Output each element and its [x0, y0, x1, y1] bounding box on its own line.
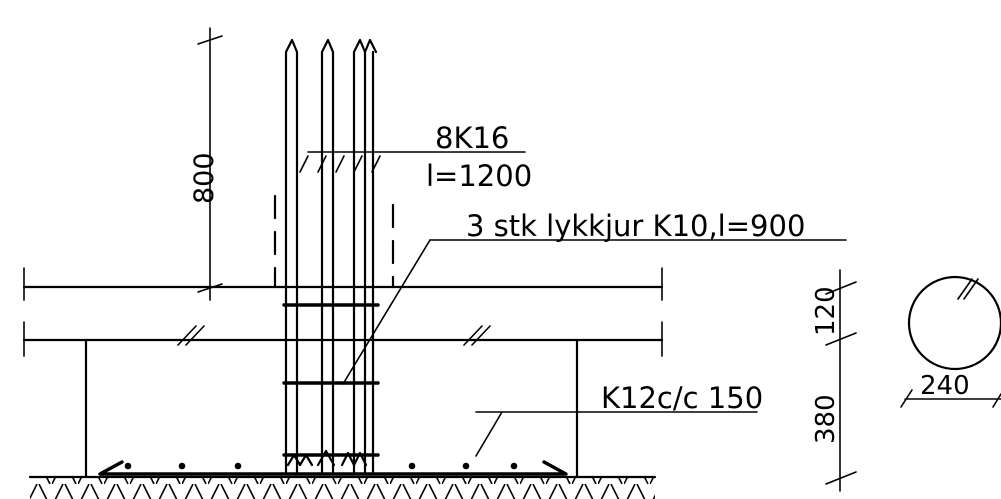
dim-240-value: 240: [920, 371, 970, 401]
label-rebar-length: l=1200: [426, 159, 532, 193]
ground-line: [28, 475, 657, 499]
dim-240: [900, 389, 1001, 408]
label-rebar-main: 8K16: [435, 121, 509, 155]
column-section: [907, 275, 1001, 371]
stirrups: [282, 303, 380, 457]
label-stirrups: 3 stk lykkjur K10,l=900: [466, 209, 805, 243]
dim-380-value: 380: [811, 394, 841, 444]
leader-lines: [307, 151, 847, 457]
floor-slab: [22, 267, 664, 357]
starter-bars: [284, 38, 381, 474]
footing-outline: [84, 338, 579, 479]
bottom-bar: [98, 460, 568, 476]
dim-vertical-right: [825, 269, 857, 492]
column-outline: [273, 194, 395, 289]
dim-800-value: 800: [189, 152, 220, 204]
dim-800: [197, 27, 223, 301]
dim-120-value: 120: [811, 286, 841, 336]
label-footing-bars: K12c/c 150: [601, 381, 763, 415]
